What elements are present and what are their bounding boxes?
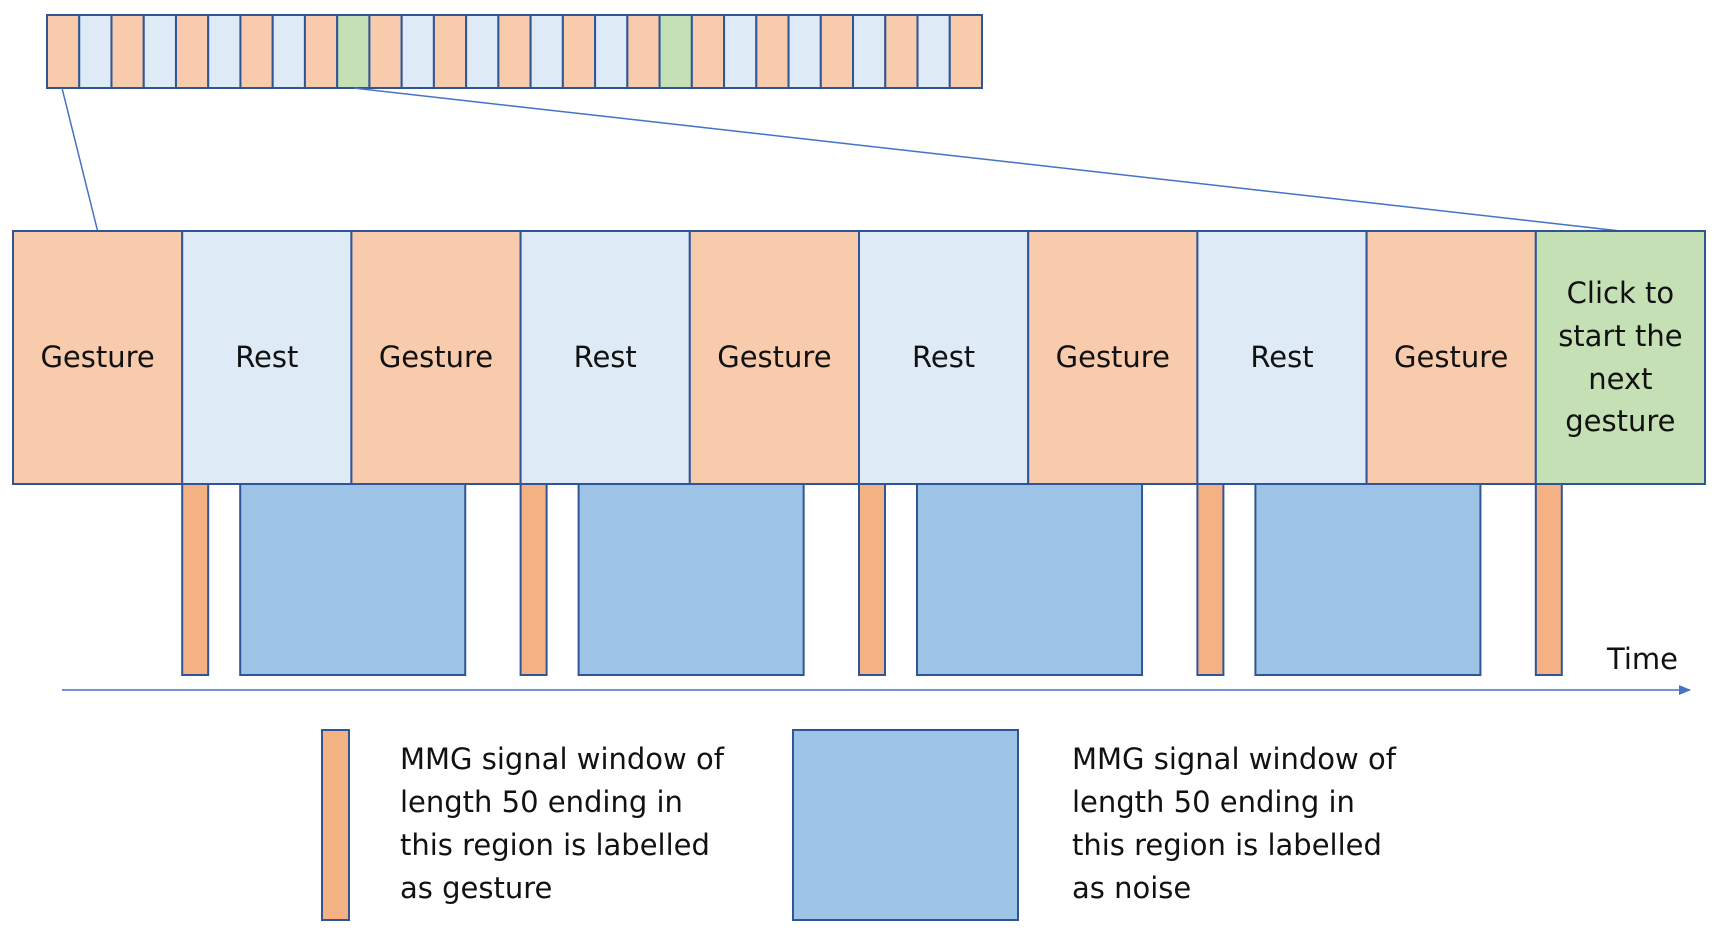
overview-cell-rest: [271, 14, 306, 89]
segment-gesture: [12, 230, 184, 485]
segment-gesture: [350, 230, 522, 485]
gesture-window: [1534, 483, 1563, 676]
noise-window: [577, 483, 805, 676]
overview-strip: [46, 14, 983, 89]
overview-cell-rest: [594, 14, 629, 89]
legend-noise-swatch: [792, 729, 1019, 921]
overview-cell-gesture: [626, 14, 661, 89]
overview-cell-gesture: [174, 14, 210, 89]
overview-cell-gesture: [819, 14, 855, 89]
segment-next[interactable]: [1534, 230, 1707, 485]
segment-gesture: [688, 230, 860, 485]
overview-cell-gesture: [884, 14, 919, 89]
noise-window: [239, 483, 467, 676]
overview-cell-gesture: [110, 14, 145, 89]
overview-cell-rest: [142, 14, 177, 89]
segment-gesture: [1027, 230, 1199, 485]
overview-cell-gesture: [755, 14, 790, 89]
overview-cell-gesture: [46, 14, 81, 89]
overview-cell-gesture: [690, 14, 726, 89]
overview-cell-rest: [916, 14, 951, 89]
gesture-window: [1196, 483, 1225, 676]
overview-cell-rest: [852, 14, 887, 89]
overview-cell-rest: [465, 14, 500, 89]
segment-gesture: [1365, 230, 1537, 485]
overview-cell-gesture: [561, 14, 597, 89]
gesture-window: [519, 483, 548, 676]
zoom-connector-left: [61, 87, 99, 232]
overview-cell-rest: [78, 14, 113, 89]
segment-rest: [858, 230, 1030, 485]
overview-cell-rest: [207, 14, 242, 89]
legend-swatches: [321, 729, 1019, 921]
gesture-window: [181, 483, 210, 676]
gesture-window: [858, 483, 886, 676]
overview-cell-rest: [787, 14, 822, 89]
noise-window: [916, 483, 1144, 676]
overview-cell-next: [336, 14, 371, 89]
zoomed-sequence: [12, 230, 1707, 485]
segment-rest: [181, 230, 353, 485]
overview-cell-gesture: [239, 14, 274, 89]
legend-gesture-swatch: [321, 729, 350, 921]
overview-cell-rest: [400, 14, 435, 89]
overview-cell-gesture: [497, 14, 532, 89]
legend-gesture-text: MMG signal window of length 50 ending in…: [400, 742, 724, 905]
zoom-connectors: [61, 87, 1621, 232]
zoom-connector-right: [353, 87, 1621, 232]
overview-cell-gesture: [368, 14, 403, 89]
legend-noise-text: MMG signal window of length 50 ending in…: [1072, 742, 1396, 905]
overview-cell-next: [658, 14, 693, 89]
overview-cell-gesture: [432, 14, 468, 89]
label-windows: [181, 483, 1563, 676]
segment-rest: [1196, 230, 1368, 485]
noise-window: [1254, 483, 1482, 676]
overview-cell-rest: [529, 14, 564, 89]
time-axis-label: Time: [1607, 642, 1678, 676]
overview-cell-gesture: [303, 14, 339, 89]
overview-cell-rest: [723, 14, 758, 89]
overview-cell-gesture: [948, 14, 983, 89]
segment-rest: [519, 230, 691, 485]
